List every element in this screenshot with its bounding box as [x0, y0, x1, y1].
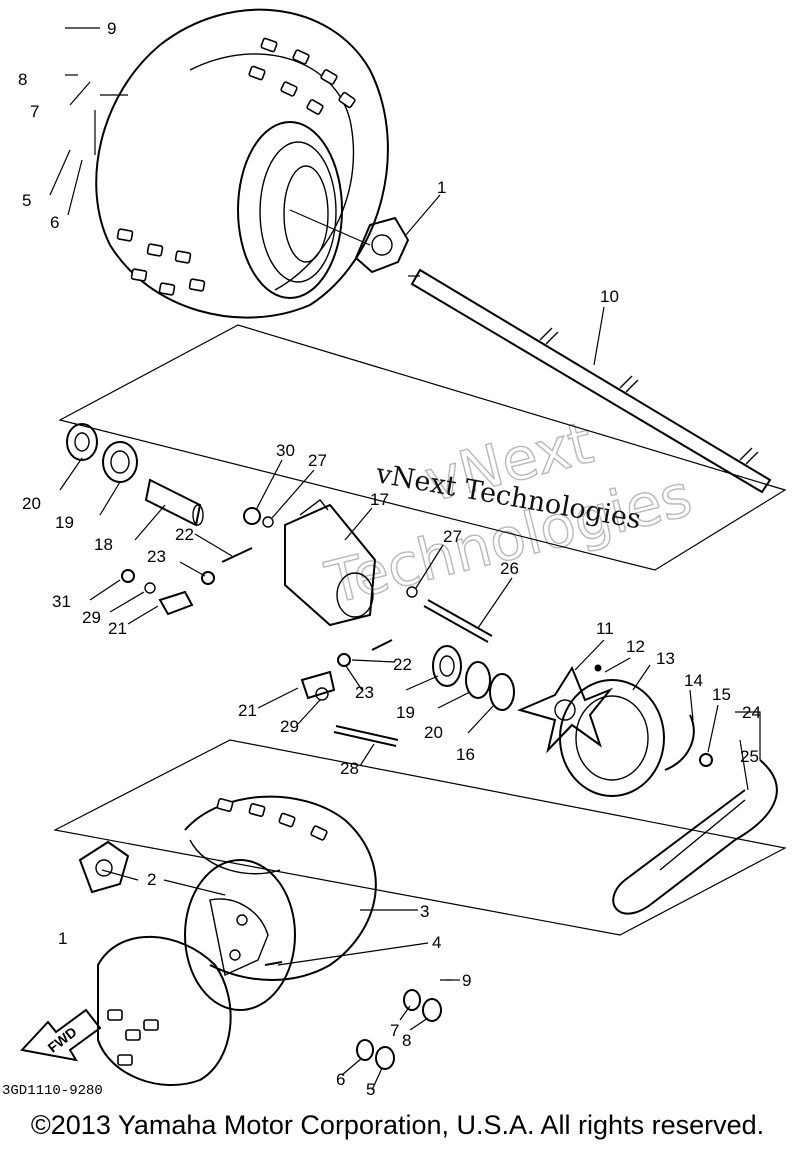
label-16: 16	[456, 745, 475, 764]
group-frame-middle	[58, 324, 787, 571]
label-22-left: 22	[175, 525, 194, 544]
fwd-arrow: FWD	[20, 1008, 102, 1062]
label-20-right: 20	[424, 723, 443, 742]
part-labels: 9 8 7 5 6 1 10 30 27 17 20 19 18 22 23 3…	[18, 19, 761, 1095]
label-10: 10	[600, 287, 619, 306]
label-14: 14	[684, 671, 703, 690]
label-23-right: 23	[355, 683, 374, 702]
label-26: 26	[500, 559, 519, 578]
label-8-top: 8	[18, 70, 27, 89]
label-29-left: 29	[82, 608, 101, 627]
hub-top	[289, 209, 410, 274]
top-tire	[95, 8, 389, 319]
label-7-bottom: 7	[390, 1021, 399, 1040]
label-1-bottom: 1	[58, 929, 67, 948]
label-2: 2	[147, 870, 156, 889]
label-21-right: 21	[238, 701, 257, 720]
bottom-wheel	[78, 795, 460, 1086]
label-11: 11	[596, 619, 614, 638]
label-13: 13	[656, 649, 675, 668]
label-19-left: 19	[55, 513, 74, 532]
group-frame-lower	[53, 739, 787, 936]
label-19-right: 19	[396, 703, 415, 722]
label-17: 17	[370, 490, 389, 509]
parts-diagram: vNext Technologies	[2, 8, 787, 1095]
label-21-left: 21	[108, 619, 127, 638]
label-30: 30	[276, 441, 295, 460]
label-7-top: 7	[30, 102, 39, 121]
axle	[408, 268, 772, 494]
label-9-top: 9	[107, 19, 116, 38]
label-15: 15	[712, 685, 731, 704]
label-3: 3	[420, 902, 429, 921]
label-6-bottom: 6	[336, 1070, 345, 1089]
label-12: 12	[626, 637, 645, 656]
label-6-top: 6	[50, 213, 59, 232]
label-31: 31	[52, 592, 71, 611]
label-29-right: 29	[280, 717, 299, 736]
label-25: 25	[740, 747, 759, 766]
label-23-left: 23	[147, 547, 166, 566]
label-22-right: 22	[393, 655, 412, 674]
label-27-top: 27	[308, 451, 327, 470]
label-20-left: 20	[22, 494, 41, 513]
middle-parts	[66, 423, 778, 915]
label-18: 18	[94, 535, 113, 554]
label-5-top: 5	[22, 191, 31, 210]
fwd-label: FWD	[45, 1023, 80, 1055]
label-4: 4	[432, 933, 441, 952]
drawing-code: 3GD1110-9280	[2, 1083, 103, 1095]
label-27-right: 27	[443, 527, 462, 546]
label-5-bottom: 5	[366, 1080, 375, 1095]
leader-lines	[49, 27, 761, 1091]
label-9-bottom: 9	[462, 971, 471, 990]
label-28: 28	[340, 759, 359, 778]
copyright-notice: ©2013 Yamaha Motor Corporation, U.S.A. A…	[30, 1110, 765, 1140]
label-24: 24	[742, 703, 761, 722]
label-1-top: 1	[437, 178, 446, 197]
label-8-bottom: 8	[402, 1031, 411, 1050]
